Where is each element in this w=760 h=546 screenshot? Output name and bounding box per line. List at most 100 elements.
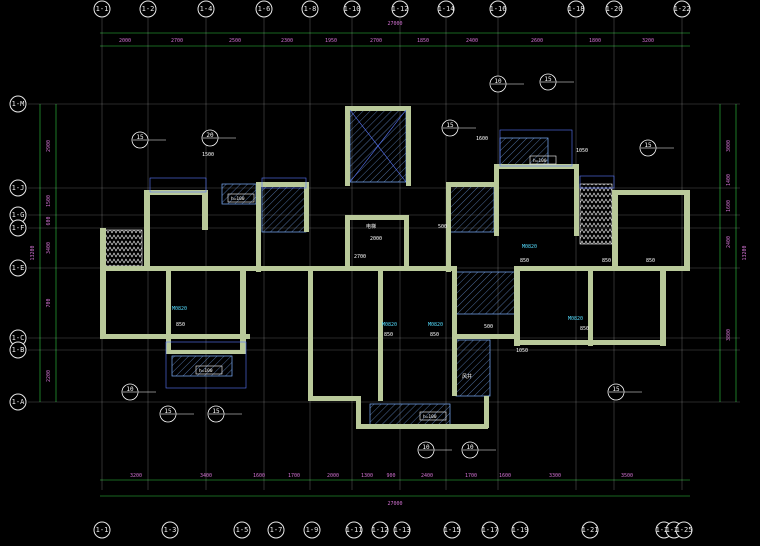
axis-bubble-left: 1-M bbox=[9, 95, 27, 113]
axis-bubble-bottom: 1-21 bbox=[581, 521, 599, 539]
axis-bubble-bottom: 1-19 bbox=[511, 521, 529, 539]
callout-number: 15 bbox=[136, 134, 144, 141]
detail-callout: 10 bbox=[121, 383, 139, 401]
axis-bubble-bottom: 1-17 bbox=[481, 521, 499, 539]
dimension-note: 500 bbox=[438, 224, 447, 230]
axis-label: 1-6 bbox=[258, 5, 271, 13]
dimension-note: 1050 bbox=[576, 148, 588, 154]
room-tag: h=100 bbox=[529, 155, 557, 165]
dim-right: 1400 bbox=[726, 174, 732, 186]
dim-left: 2900 bbox=[46, 140, 52, 152]
dim-top: 1850 bbox=[417, 38, 429, 44]
stair-label: 电梯 bbox=[366, 223, 376, 230]
opening-label: M0820 bbox=[172, 306, 187, 312]
dimension-note: 1500 bbox=[202, 152, 214, 158]
axis-label: 1-7 bbox=[270, 526, 283, 534]
detail-callout: 10 bbox=[489, 75, 507, 93]
room-tag: h=100 bbox=[419, 411, 447, 421]
dimension-note: 850 bbox=[580, 326, 589, 332]
dim-top: 2000 bbox=[119, 38, 131, 44]
axis-bubble-top: 1-14 bbox=[437, 0, 455, 18]
axis-bubble-top: 1-16 bbox=[489, 0, 507, 18]
axis-label: 1-19 bbox=[512, 526, 529, 534]
dim-bottom: 1300 bbox=[361, 473, 373, 479]
dim-bottom: 1700 bbox=[288, 473, 300, 479]
dimension-note: 850 bbox=[602, 258, 611, 264]
axis-label: 1-9 bbox=[306, 526, 319, 534]
axis-bubble-top: 1-6 bbox=[255, 0, 273, 18]
room-tag: h=100 bbox=[195, 365, 223, 375]
axis-bubble-left: 1-F bbox=[9, 219, 27, 237]
detail-callout: 15 bbox=[607, 383, 625, 401]
axis-bubble-top: 1-22 bbox=[673, 0, 691, 18]
dim-bottom: 900 bbox=[386, 473, 395, 479]
axis-label: 1-M bbox=[12, 100, 25, 108]
axis-bubble-bottom: 1-12 bbox=[371, 521, 389, 539]
callout-number: 10 bbox=[422, 444, 430, 451]
axis-bubble-bottom: 1-11 bbox=[345, 521, 363, 539]
axis-bubble-bottom: 1-5 bbox=[233, 521, 251, 539]
axis-label: 1-J bbox=[12, 184, 25, 192]
axis-bubble-bottom: 1-7 bbox=[267, 521, 285, 539]
room-tag-text: h=100 bbox=[423, 414, 437, 420]
axis-label: 1-23 bbox=[656, 526, 673, 534]
axis-label: 1-17 bbox=[482, 526, 499, 534]
detail-callout: 15 bbox=[539, 73, 557, 91]
axis-bubble-top: 1-8 bbox=[301, 0, 319, 18]
dim-left: 700 bbox=[46, 298, 52, 307]
axis-label: 1-15 bbox=[444, 526, 461, 534]
opening-label: M0820 bbox=[428, 322, 443, 328]
dim-top: 2400 bbox=[466, 38, 478, 44]
dim-bottom: 3400 bbox=[200, 473, 212, 479]
dimension-note: 850 bbox=[176, 322, 185, 328]
axis-bubble-bottom: 1-1 bbox=[93, 521, 111, 539]
axis-label: 1-25 bbox=[676, 526, 693, 534]
dim-top: 2500 bbox=[229, 38, 241, 44]
dim-bottom: 1600 bbox=[253, 473, 265, 479]
axis-bubble-top: 1-4 bbox=[197, 0, 215, 18]
axis-bubble-top: 1-20 bbox=[605, 0, 623, 18]
axis-bubble-top: 1-18 bbox=[567, 0, 585, 18]
dim-bottom: 3200 bbox=[130, 473, 142, 479]
axis-label: 1-13 bbox=[394, 526, 411, 534]
dim-top: 1800 bbox=[589, 38, 601, 44]
axis-label: 1-14 bbox=[438, 5, 455, 13]
dim-total-left: 13200 bbox=[30, 245, 36, 260]
dim-right: 3000 bbox=[726, 140, 732, 152]
dim-left: 2200 bbox=[46, 370, 52, 382]
hatched-areas bbox=[103, 109, 613, 427]
axis-bubble-bottom: 1-3 bbox=[161, 521, 179, 539]
axis-label: 1-A bbox=[12, 398, 25, 406]
axis-label: 1-G bbox=[12, 211, 25, 219]
detail-callout: 20 bbox=[201, 129, 219, 147]
dim-bottom: 1600 bbox=[499, 473, 511, 479]
axis-label: 1-E bbox=[12, 264, 25, 272]
axis-label: 1-C bbox=[12, 334, 25, 342]
dim-total-top: 27000 bbox=[387, 21, 402, 27]
dimension-note: 2700 bbox=[354, 254, 366, 260]
dimension-note: 2000 bbox=[370, 236, 382, 242]
callout-number: 15 bbox=[612, 386, 620, 393]
dim-bottom: 3500 bbox=[621, 473, 633, 479]
dim-top: 2300 bbox=[281, 38, 293, 44]
dimension-note: 1600 bbox=[476, 136, 488, 142]
axis-label: 1-5 bbox=[236, 526, 249, 534]
dim-total-bottom: 27000 bbox=[387, 501, 402, 507]
axis-label: 1-22 bbox=[674, 5, 691, 13]
axis-label: 1-16 bbox=[490, 5, 507, 13]
dimension-note: 850 bbox=[384, 332, 393, 338]
dim-top: 3200 bbox=[642, 38, 654, 44]
detail-callout: 15 bbox=[159, 405, 177, 423]
room-tag-text: h=100 bbox=[533, 158, 547, 164]
axis-label: 1-8 bbox=[304, 5, 317, 13]
axis-bubble-left: 1-E bbox=[9, 259, 27, 277]
dim-right: 1600 bbox=[726, 200, 732, 212]
detail-callout: 15 bbox=[441, 119, 459, 137]
opening-label: M0820 bbox=[382, 322, 397, 328]
dim-right: 2400 bbox=[726, 236, 732, 248]
axis-label: 1-4 bbox=[200, 5, 213, 13]
callout-number: 10 bbox=[466, 444, 474, 451]
